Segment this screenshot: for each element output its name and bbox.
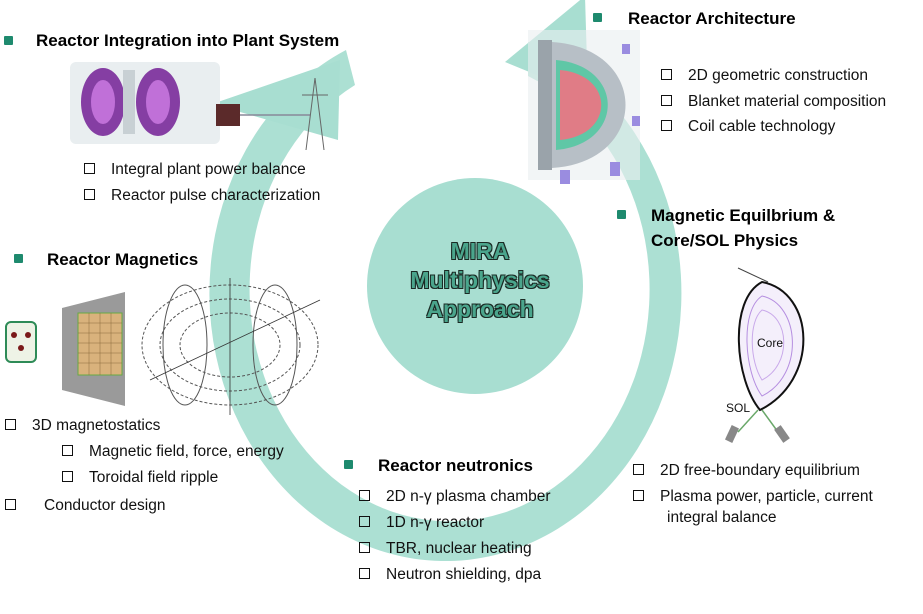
neutronics-item-3: TBR, nuclear heating bbox=[359, 539, 532, 559]
center-title-line2: Multiphysics bbox=[410, 267, 550, 293]
checkbox-icon bbox=[633, 490, 644, 501]
core-label: Core bbox=[757, 336, 784, 350]
checkbox-icon bbox=[5, 499, 16, 510]
checkbox-icon bbox=[359, 568, 370, 579]
center-title: MIRA Multiphysics Approach bbox=[380, 237, 580, 324]
checkbox-icon bbox=[84, 189, 95, 200]
bullet-equilibrium bbox=[617, 210, 626, 219]
magnetics-item-1: 3D magnetostatics bbox=[5, 416, 160, 436]
bullet-integration bbox=[4, 36, 13, 45]
plant-system-image bbox=[70, 62, 328, 151]
architecture-image bbox=[528, 30, 640, 184]
checkbox-icon bbox=[62, 445, 73, 456]
integration-item-1: Integral plant power balance bbox=[84, 160, 306, 180]
bullet-neutronics bbox=[344, 460, 353, 469]
equilibrium-item-2: Plasma power, particle, current bbox=[633, 487, 873, 507]
center-disc bbox=[367, 178, 583, 394]
equilibrium-title-line1: Magnetic Equilbrium & bbox=[651, 206, 836, 225]
neutronics-title: Reactor neutronics bbox=[378, 456, 533, 475]
equilibrium-item-2-cont: integral balance bbox=[667, 509, 777, 526]
equilibrium-title-line2: Core/SOL Physics bbox=[651, 231, 799, 250]
sol-label: SOL bbox=[726, 401, 751, 415]
architecture-item-1: 2D geometric construction bbox=[661, 66, 868, 86]
checkbox-icon bbox=[62, 471, 73, 482]
center-title-line1: MIRA bbox=[450, 238, 510, 264]
checkbox-icon bbox=[5, 419, 16, 430]
architecture-item-3: Coil cable technology bbox=[661, 117, 835, 137]
checkbox-icon bbox=[661, 95, 672, 106]
neutronics-item-2: 1D n-γ reactor bbox=[359, 513, 484, 533]
checkbox-icon bbox=[84, 163, 95, 174]
magnetics-image bbox=[5, 278, 321, 415]
integration-item-2: Reactor pulse characterization bbox=[84, 186, 320, 206]
magnetics-title: Reactor Magnetics bbox=[47, 250, 199, 269]
checkbox-icon bbox=[661, 69, 672, 80]
checkbox-icon bbox=[661, 120, 672, 131]
checkbox-icon bbox=[359, 490, 370, 501]
center-title-line3: Approach bbox=[426, 296, 534, 322]
neutronics-item-1: 2D n-γ plasma chamber bbox=[359, 487, 551, 507]
equilibrium-item-1: 2D free-boundary equilibrium bbox=[633, 461, 860, 481]
bullet-magnetics bbox=[14, 254, 23, 263]
architecture-item-2: Blanket material composition bbox=[661, 92, 886, 112]
bullet-architecture bbox=[593, 13, 602, 22]
equilibrium-image bbox=[724, 267, 805, 443]
integration-title: Reactor Integration into Plant System bbox=[36, 31, 340, 50]
checkbox-icon bbox=[359, 542, 370, 553]
checkbox-icon bbox=[633, 464, 644, 475]
magnetics-item-4: Conductor design bbox=[5, 496, 166, 516]
magnetics-item-3: Toroidal field ripple bbox=[62, 468, 218, 488]
neutronics-item-4: Neutron shielding, dpa bbox=[359, 565, 541, 585]
magnetics-item-2: Magnetic field, force, energy bbox=[62, 442, 284, 462]
architecture-title: Reactor Architecture bbox=[628, 9, 796, 28]
cycle-arrow-upper-left bbox=[212, 60, 340, 140]
checkbox-icon bbox=[359, 516, 370, 527]
